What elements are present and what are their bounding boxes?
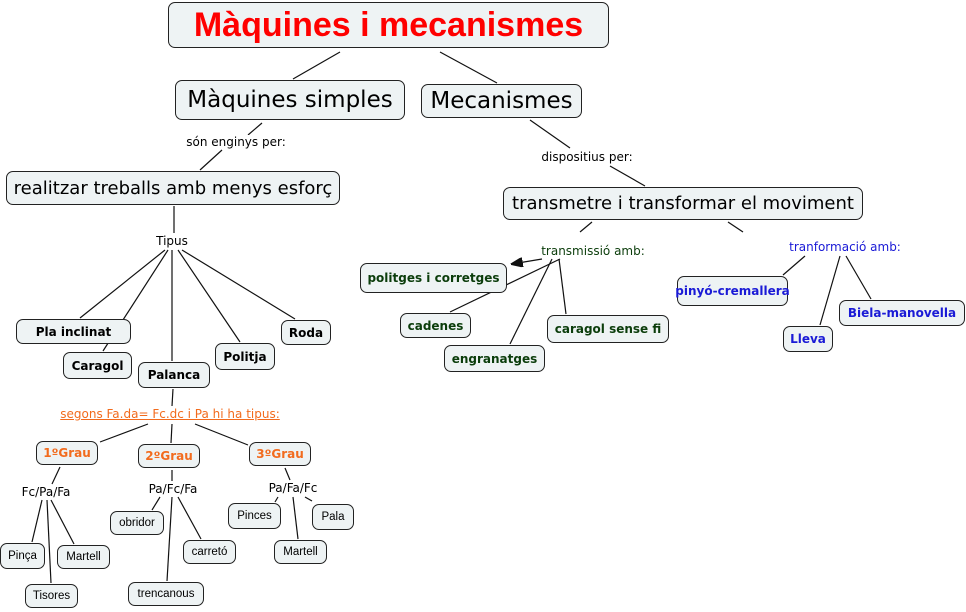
node-example[interactable]: Pinces	[228, 503, 281, 529]
node-transformation[interactable]: Biela-manovella	[839, 300, 965, 326]
node-grade[interactable]: 3ºGrau	[249, 442, 311, 466]
node-example[interactable]: trencanous	[128, 582, 204, 606]
node-mech-purpose[interactable]: transmetre i transformar el moviment	[503, 187, 863, 220]
node-mechanisms[interactable]: Mecanismes	[421, 84, 582, 118]
node-example[interactable]: carretó	[183, 540, 236, 564]
node-example[interactable]: obridor	[110, 511, 164, 535]
link-label-transmission: transmissió amb:	[539, 244, 647, 258]
node-simple-machines[interactable]: Màquines simples	[175, 80, 405, 120]
node-transmission[interactable]: cadenes	[400, 313, 471, 338]
node-example[interactable]: Pala	[312, 504, 354, 530]
node-simple-purpose[interactable]: realitzar treballs amb menys esforç	[6, 171, 340, 205]
map-title[interactable]: Màquines i mecanismes	[168, 2, 609, 48]
link-label-types: Tipus	[154, 234, 190, 248]
node-type[interactable]: Pla inclinat	[16, 319, 131, 344]
node-example[interactable]: Tisores	[25, 584, 78, 608]
link-label-order: Pa/Fa/Fc	[266, 481, 320, 495]
link-label-mech: dispositius per:	[539, 150, 635, 164]
link-label-order: Pa/Fc/Fa	[146, 482, 200, 496]
node-grade[interactable]: 2ºGrau	[138, 444, 200, 468]
node-example[interactable]: Martell	[274, 540, 327, 564]
node-transformation[interactable]: Lleva	[783, 326, 833, 352]
node-type[interactable]: Roda	[281, 320, 331, 345]
node-transmission[interactable]: politges i corretges	[360, 263, 507, 293]
node-example[interactable]: Martell	[57, 545, 110, 569]
node-example[interactable]: Pinça	[0, 543, 45, 569]
link-label-simple: són enginys per:	[184, 135, 288, 149]
node-type[interactable]: Caragol	[63, 352, 132, 379]
node-transformation[interactable]: pinyó-cremallera	[675, 276, 790, 306]
link-label-transformation: tranformació amb:	[787, 240, 903, 254]
node-type[interactable]: Palanca	[138, 362, 210, 388]
link-label-order: Fc/Pa/Fa	[19, 485, 73, 499]
node-transmission[interactable]: caragol sense fi	[547, 315, 669, 343]
node-type[interactable]: Politja	[215, 343, 275, 370]
node-transmission[interactable]: engranatges	[444, 345, 545, 372]
link-label-lever[interactable]: segons Fa.da= Fc.dc i Pa hi ha tipus:	[58, 407, 282, 421]
node-grade[interactable]: 1ºGrau	[36, 441, 98, 465]
